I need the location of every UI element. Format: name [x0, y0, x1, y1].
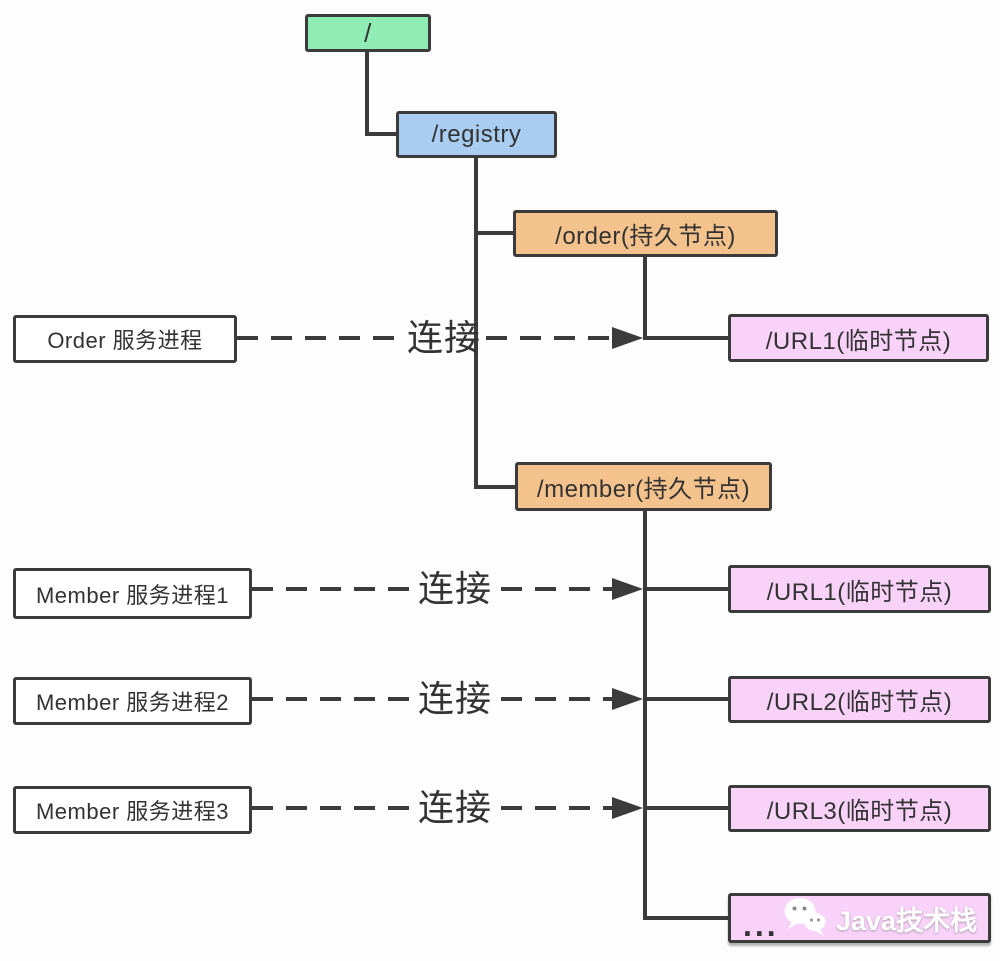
connect-label-member1: 连接: [417, 568, 492, 609]
arrowhead-order: [612, 327, 643, 349]
arrowhead-member2: [612, 688, 643, 710]
node-member-url3-label: /URL3(临时节点): [766, 798, 953, 825]
connect-label-member3: 连接: [417, 787, 492, 828]
process-member2-label: Member 服务进程2: [35, 690, 230, 715]
node-registry-label: /registry: [431, 120, 522, 148]
node-member-url1-label: /URL1(临时节点): [766, 578, 953, 606]
node-member-url2: /URL2(临时节点): [728, 676, 991, 723]
node-root-label: /: [364, 17, 372, 48]
node-registry: /registry: [396, 111, 557, 158]
node-member: /member(持久节点): [515, 462, 772, 511]
node-order-url1: /URL1(临时节点): [728, 314, 989, 362]
process-member1-label: Member 服务进程1: [35, 582, 230, 608]
edge-member-trunk: [643, 510, 728, 920]
process-member3: Member 服务进程3: [13, 786, 252, 834]
connect-label-order: 连接: [406, 317, 481, 358]
process-order-label: Order 服务进程: [47, 328, 203, 353]
connect-label-member2: 连接: [417, 678, 492, 719]
process-member1: Member 服务进程1: [13, 568, 252, 619]
arrowhead-member3: [612, 797, 643, 819]
node-order-url1-label: /URL1(临时节点): [765, 327, 952, 355]
edge-root-registry: [365, 51, 396, 136]
node-member-more: ...: [728, 893, 991, 943]
node-member-url3: /URL3(临时节点): [728, 785, 991, 832]
node-member-url2-label: /URL2(临时节点): [766, 689, 953, 716]
node-order-label: /order(持久节点): [555, 223, 736, 250]
arrowhead-member1: [612, 578, 643, 600]
process-order: Order 服务进程: [13, 315, 237, 363]
node-root: /: [305, 14, 431, 52]
node-order: /order(持久节点): [513, 210, 778, 257]
edge-registry-trunk: [474, 157, 515, 489]
node-member-more-label: ...: [743, 907, 779, 943]
node-member-label: /member(持久节点): [536, 476, 751, 503]
process-member3-label: Member 服务进程3: [35, 799, 230, 824]
process-member2: Member 服务进程2: [13, 677, 252, 725]
edge-order-url1: [643, 257, 728, 340]
node-member-url1: /URL1(临时节点): [728, 565, 991, 613]
